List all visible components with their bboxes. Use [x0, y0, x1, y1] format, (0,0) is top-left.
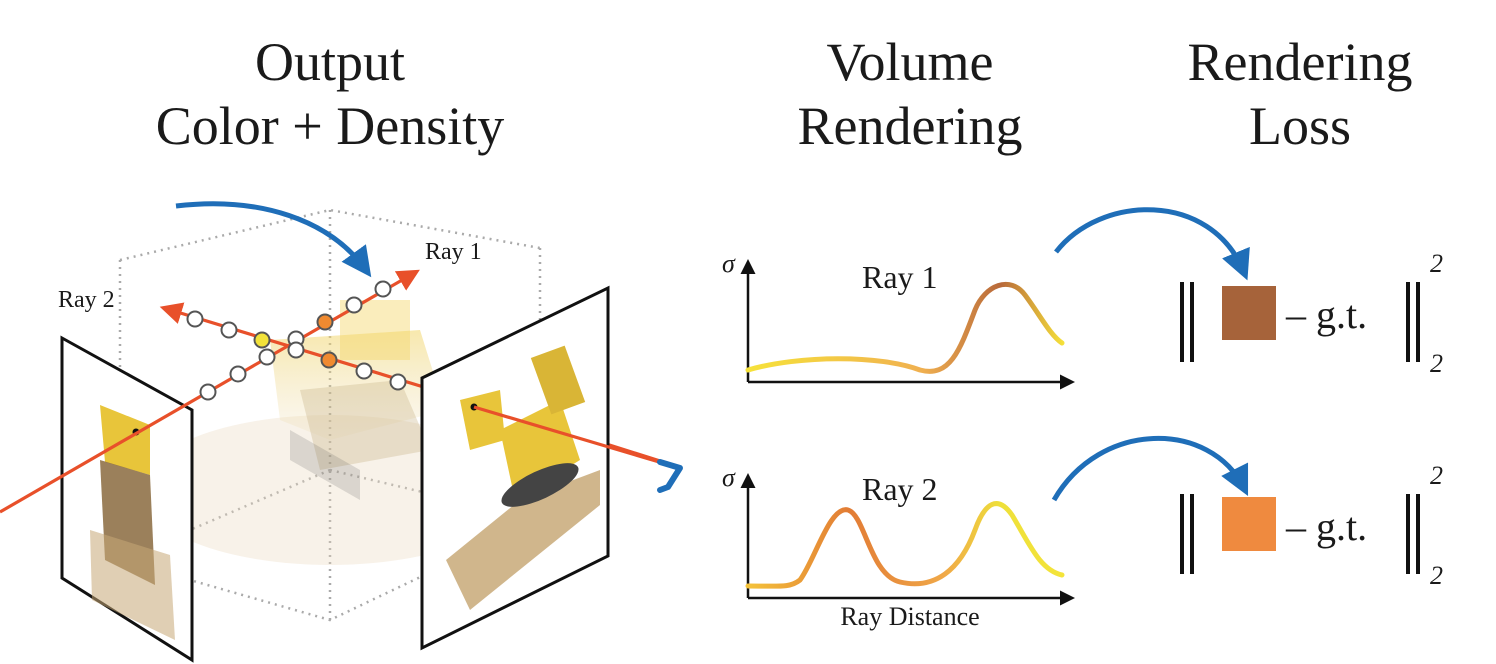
ray2-sample-point-yellow — [253, 331, 271, 349]
scene-3d: Ray 1 Ray 2 — [0, 201, 683, 663]
plot-ray1-y-symbol: σ — [722, 249, 736, 278]
ray-2-label: Ray 2 — [58, 287, 115, 313]
ray2-sample-point-orange — [320, 351, 338, 369]
loss-ray2-superscript: 2 — [1430, 461, 1443, 490]
heading-volume-line2: Rendering — [797, 96, 1023, 156]
heading-rendering-loss: Rendering Loss — [1140, 30, 1460, 158]
ray1-sample-point — [199, 383, 217, 401]
loss-ray2: – g.t. 2 2 — [1051, 435, 1443, 590]
loss-ray1-superscript: 2 — [1430, 249, 1443, 278]
loss-ray2-curved-arrow — [1051, 435, 1249, 502]
heading-output-line1: Output — [254, 32, 405, 92]
ray2-sample-point — [355, 362, 373, 380]
right-plane-ground — [446, 470, 600, 610]
right-plane-bulldozer-body — [500, 400, 580, 500]
ray1-sample-point — [258, 348, 276, 366]
bounding-box — [118, 208, 542, 622]
loss-ray1-subscript: 2 — [1430, 349, 1443, 378]
camera-icon — [657, 459, 683, 493]
loss-ray2-subscript: 2 — [1430, 561, 1443, 590]
loss-ray1: – g.t. 2 2 — [1054, 207, 1443, 378]
ray2-sample-point — [186, 310, 204, 328]
loss-ray1-rendered-color-swatch — [1222, 286, 1276, 340]
plot-ray1-title: Ray 1 — [862, 259, 938, 295]
loss-ray2-gt-text: – g.t. — [1285, 504, 1367, 549]
ray1-sample-point — [229, 365, 247, 383]
heading-loss-line1: Rendering — [1187, 32, 1413, 92]
ray1-sample-point — [374, 280, 392, 298]
right-plane-bulldozer-track — [501, 463, 579, 507]
right-image-plane — [420, 285, 610, 651]
scene-curved-arrow — [175, 201, 372, 278]
ray2-sample-point — [220, 321, 238, 339]
left-image-plane — [60, 335, 194, 663]
plot-ray2-density-curve — [745, 501, 1065, 589]
loss-ray1-gt-text: – g.t. — [1285, 292, 1367, 337]
heading-output: Output Color + Density — [60, 30, 600, 158]
ray-1-label: Ray 1 — [425, 239, 482, 265]
plot-ray2: σ Ray 2 Ray Distance — [722, 463, 1075, 631]
ray2-sample-point — [287, 341, 305, 359]
ray-2-samples — [186, 310, 407, 391]
plot-ray2-title: Ray 2 — [862, 471, 938, 507]
plot-ray1: σ Ray 1 — [722, 249, 1075, 390]
heading-volume-line1: Volume — [826, 32, 994, 92]
heading-volume-rendering: Volume Rendering — [740, 30, 1080, 158]
heading-loss-line2: Loss — [1248, 96, 1351, 156]
ray2-sample-point — [389, 373, 407, 391]
plot-x-axis-label: Ray Distance — [840, 602, 979, 631]
ray1-sample-point — [345, 296, 363, 314]
plot-ray2-y-symbol: σ — [722, 463, 736, 492]
ray1-sample-point-orange — [316, 313, 334, 331]
heading-output-line2: Color + Density — [155, 96, 505, 156]
loss-ray1-curved-arrow — [1054, 207, 1250, 281]
loss-ray2-rendered-color-swatch — [1222, 497, 1276, 551]
ray-2-to-camera — [473, 405, 677, 469]
plot-ray1-density-curve — [745, 281, 1065, 374]
